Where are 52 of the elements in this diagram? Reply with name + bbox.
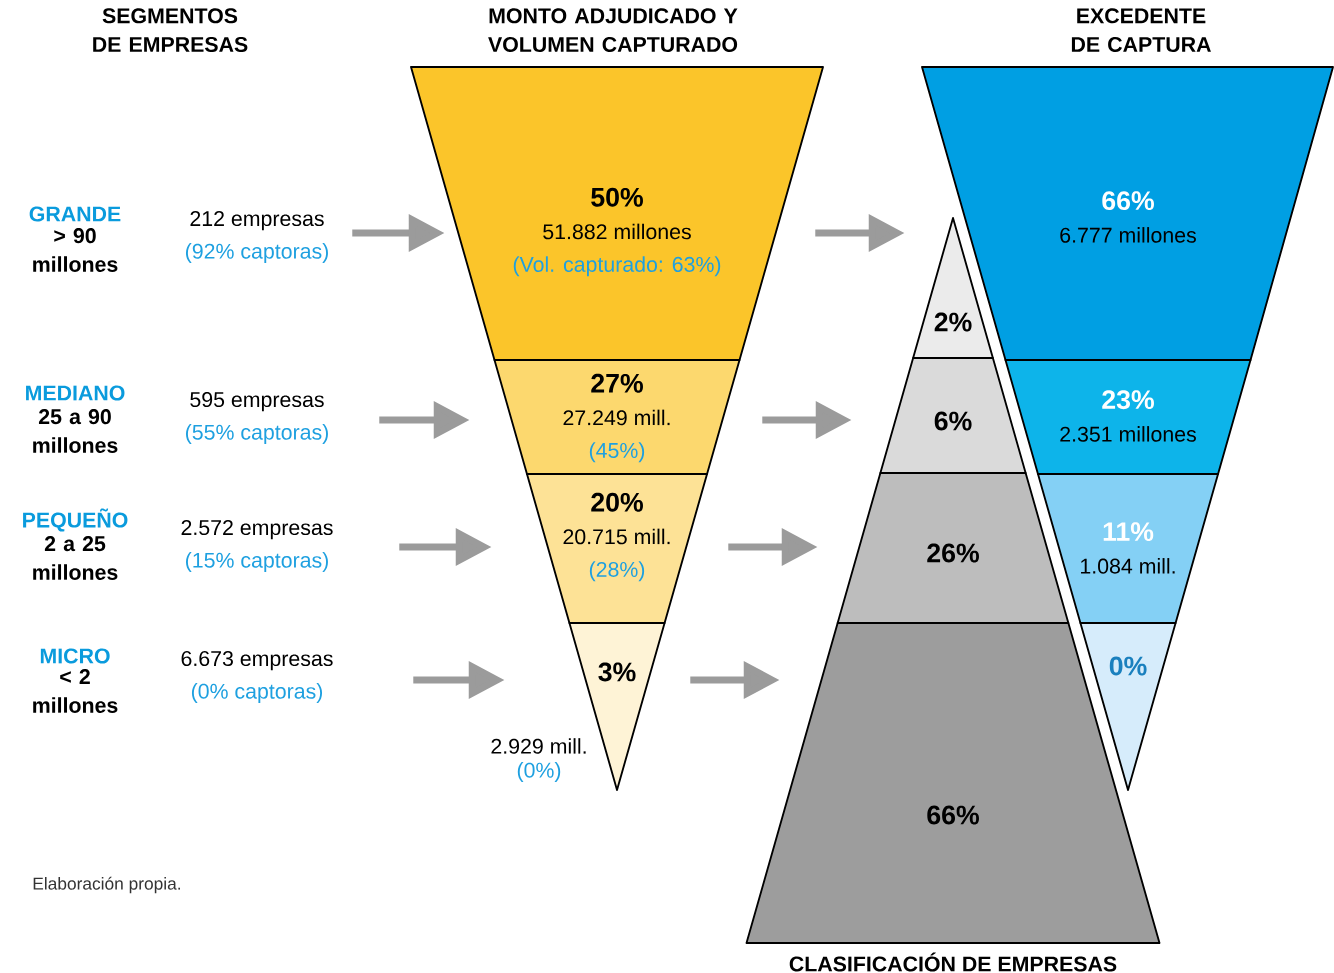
percent-value: 27% [591, 373, 643, 393]
capture-share: (55% captoras) [186, 424, 328, 444]
pyramid-segment [879, 357, 1027, 474]
percent-value: 2% [934, 312, 972, 332]
segment-name: PEQUEÑO [23, 508, 128, 532]
column-heading: SEGMENTOS DE EMPRESAS [93, 8, 248, 53]
capture-share: (45%) [589, 442, 645, 463]
segment-name: MICRO [40, 648, 110, 664]
segment-range: 25 a 90 millones [33, 409, 118, 453]
percent-value: 26% [927, 543, 979, 563]
company-count: 212 empresas [190, 211, 324, 231]
amount-text: 51.882 millones [543, 223, 691, 240]
value-caption: (0%) [517, 762, 561, 782]
percent-value: 20% [591, 492, 643, 512]
capture-share: (0% captoras) [191, 683, 323, 703]
funnel-segment [1079, 622, 1177, 791]
percent-value: 11% [1103, 522, 1154, 542]
funnel-segment [921, 66, 1334, 361]
capture-share: (28%) [589, 561, 645, 582]
segment-range: 2 a 25 millones [33, 536, 118, 580]
company-count: 6.673 empresas [181, 651, 333, 671]
amount-text: 2.351 millones [1060, 426, 1196, 442]
pyramid-segment [836, 472, 1070, 624]
company-count: 2.572 empresas [181, 520, 333, 540]
capture-share: (Vol. capturado: 63%) [513, 256, 721, 277]
percent-value: 66% [927, 805, 979, 825]
capture-share: (92% captoras) [186, 243, 328, 263]
funnel-segment [1037, 473, 1219, 624]
pyramid-segment [745, 622, 1161, 944]
funnel-segment [526, 473, 708, 624]
segment-name: GRANDE [29, 206, 121, 222]
capture-share: (15% captoras) [186, 552, 328, 572]
funnel-segment [1004, 359, 1252, 475]
percent-value: 0% [1109, 656, 1147, 676]
segment-name: MEDIANO [26, 385, 125, 401]
amount-text: 20.715 mill. [563, 528, 670, 545]
company-count: 595 empresas [190, 392, 324, 412]
amount-text: 27.249 mill. [563, 409, 670, 426]
amount-text: 1.084 mill. [1081, 558, 1175, 574]
amount-text: 6.777 millones [1060, 227, 1196, 243]
percent-value: 3% [598, 662, 636, 682]
source-note: Elaboración propia. [33, 876, 180, 894]
percent-value: 23% [1102, 390, 1154, 410]
pyramid-segment [912, 217, 994, 359]
percent-value: 66% [1102, 191, 1154, 211]
percent-value: 50% [591, 187, 643, 207]
value-caption: 2.929 mill. [491, 738, 586, 754]
funnel-segment [493, 359, 741, 475]
segment-range: > 90 millones [33, 228, 118, 272]
segment-range: < 2 millones [33, 669, 118, 713]
percent-value: 6% [934, 411, 972, 431]
funnel-segment [410, 66, 824, 361]
